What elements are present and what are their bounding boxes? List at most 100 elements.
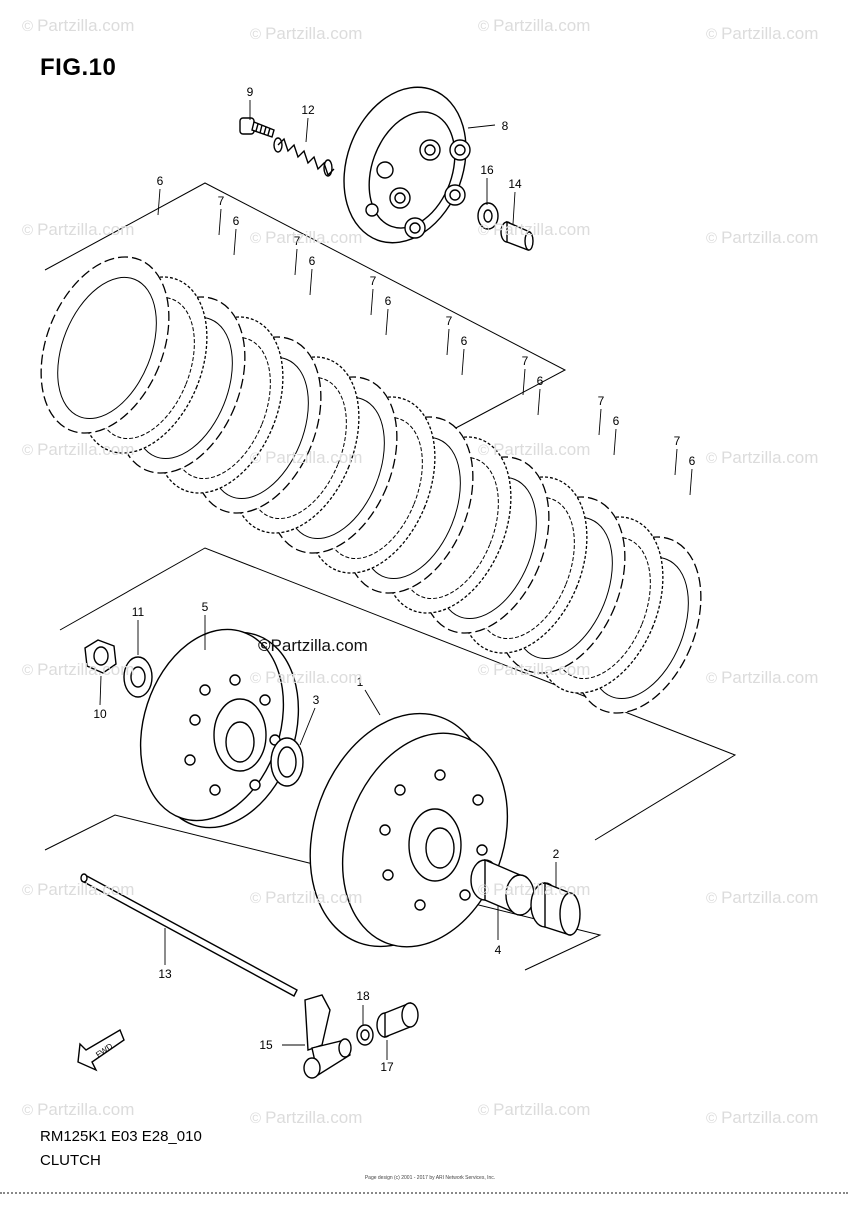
watermark: ©Partzilla.com	[22, 880, 134, 900]
callout-plate-4: 7	[294, 234, 301, 248]
copyright-icon: ©	[22, 18, 34, 35]
leader-plate-3	[233, 228, 237, 256]
part-5-sleeve-hub	[139, 628, 300, 829]
part-11-lock-washer	[123, 656, 153, 698]
leader-plate-8	[446, 328, 450, 356]
callout-plate-9: 6	[461, 334, 468, 348]
leader-plate-1	[157, 188, 161, 216]
watermark-text: Partzilla.com	[37, 220, 135, 239]
callout-17: 17	[380, 1060, 394, 1074]
bottom-divider	[0, 1192, 848, 1196]
watermark: ©Partzilla.com	[706, 448, 818, 468]
part-3-thrust-washer	[270, 737, 304, 787]
callout-5: 5	[202, 600, 209, 614]
callout-18: 18	[356, 989, 370, 1003]
copyright-icon: ©	[22, 222, 34, 239]
watermark-text: Partzilla.com	[721, 1108, 819, 1127]
leader-plate-7	[385, 308, 389, 336]
watermark-text: Partzilla.com	[493, 1100, 591, 1119]
part-15-release-shaft	[303, 994, 352, 1079]
clutch-hub-assembly	[77, 628, 581, 1079]
callout-1: 1	[357, 675, 364, 689]
copyright-icon: ©	[478, 662, 490, 679]
callout-plate-10: 7	[522, 354, 529, 368]
pressure-plate-assembly	[239, 86, 534, 251]
watermark: ©Partzilla.com	[706, 24, 818, 44]
watermark: ©Partzilla.com	[478, 660, 590, 680]
part-1-clutch-housing	[309, 712, 509, 948]
copyright-icon: ©	[22, 442, 34, 459]
copyright-icon: ©	[706, 1110, 718, 1127]
copyright-icon: ©	[478, 222, 490, 239]
watermark-text: Partzilla.com	[265, 448, 363, 467]
callout-plate-11: 6	[537, 374, 544, 388]
watermark: ©Partzilla.com	[22, 660, 134, 680]
watermark: ©Partzilla.com	[478, 440, 590, 460]
watermark-text: Partzilla.com	[493, 220, 591, 239]
callout-2: 2	[553, 847, 560, 861]
watermark-text: Partzilla.com	[721, 228, 819, 247]
callout-4: 4	[495, 943, 502, 957]
leader-plate-10	[522, 368, 526, 396]
leader-plate-5	[309, 268, 313, 296]
copyright-icon: ©	[250, 670, 262, 687]
callout-14: 14	[508, 177, 522, 191]
part-9-bolt	[239, 117, 275, 138]
part-14-push-piece	[500, 220, 534, 251]
leader-plate-4	[294, 248, 298, 276]
callout-plate-7: 6	[385, 294, 392, 308]
copyright-icon: ©	[22, 662, 34, 679]
copyright-icon: ©	[478, 1102, 490, 1119]
watermark: ©Partzilla.com	[706, 1108, 818, 1128]
copyright-icon: ©	[250, 890, 262, 907]
watermark: ©Partzilla.com	[250, 1108, 362, 1128]
watermark: ©Partzilla.com	[706, 228, 818, 248]
copyright-icon: ©	[478, 882, 490, 899]
copyright-icon: ©	[706, 230, 718, 247]
part-2-spacer	[530, 881, 581, 936]
callout-9: 9	[247, 85, 254, 99]
copyright-icon: ©	[706, 26, 718, 43]
callout-8: 8	[502, 119, 509, 133]
part-16-bearing	[477, 202, 499, 230]
watermark-text: Partzilla.com	[265, 228, 363, 247]
callout-plate-2: 7	[218, 194, 225, 208]
callout-plate-5: 6	[309, 254, 316, 268]
leader-plate-2	[218, 208, 222, 236]
copyright-icon: ©	[706, 890, 718, 907]
part-8-pressure-plate	[343, 86, 471, 244]
copyright-icon: ©	[706, 670, 718, 687]
part-10-nut	[84, 639, 117, 674]
section-name: CLUTCH	[40, 1152, 101, 1169]
watermark: ©Partzilla.com	[478, 220, 590, 240]
callout-numbers: 9 12 8 16 14 10 11 5 3 1 2 4 13 15 18 17	[93, 85, 559, 1074]
copyright-icon: ©	[706, 450, 718, 467]
copyright-icon: ©	[250, 26, 262, 43]
leader-plate-15	[689, 468, 693, 496]
watermark-text: Partzilla.com	[493, 660, 591, 679]
watermark-text: Partzilla.com	[265, 24, 363, 43]
watermark: ©Partzilla.com	[250, 668, 362, 688]
model-code: RM125K1 E03 E28_010	[40, 1128, 202, 1145]
watermark-text: Partzilla.com	[265, 1108, 363, 1127]
watermark-text: Partzilla.com	[37, 660, 135, 679]
watermark: ©Partzilla.com	[250, 24, 362, 44]
watermark-text: Partzilla.com	[493, 16, 591, 35]
leader-plate-12	[598, 408, 602, 436]
part-18-oil-seal	[356, 1024, 374, 1046]
copyright-icon: ©	[478, 442, 490, 459]
copyright-icon: ©	[22, 882, 34, 899]
callout-15: 15	[259, 1038, 273, 1052]
callout-10: 10	[93, 707, 107, 721]
watermark-text: Partzilla.com	[493, 440, 591, 459]
part-4-needle-bearing	[470, 858, 535, 917]
watermark-text: Partzilla.com	[493, 880, 591, 899]
callout-plate-3: 6	[233, 214, 240, 228]
callout-plate-8: 7	[446, 314, 453, 328]
callout-plate-6: 7	[370, 274, 377, 288]
watermark-text: Partzilla.com	[721, 448, 819, 467]
watermark: ©Partzilla.com	[22, 440, 134, 460]
watermark: ©Partzilla.com	[478, 880, 590, 900]
